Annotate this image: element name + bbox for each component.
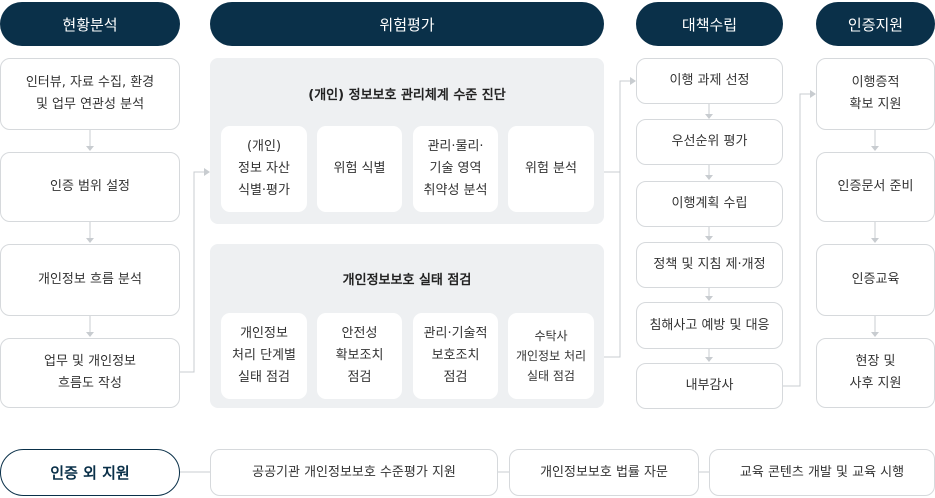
- analysis-step: 업무 및 개인정보 흐름도 작성: [0, 338, 180, 408]
- risk-step: (개인) 정보 자산 식별·평가: [221, 126, 307, 212]
- header-certification-support: 인증지원: [816, 2, 935, 46]
- other-support-item: 개인정보보호 법률 자문: [509, 449, 699, 496]
- countermeasure-step: 침해사고 예방 및 대응: [636, 302, 783, 349]
- inspection-step: 개인정보 처리 단계별 실태 점검: [221, 313, 307, 399]
- panel-title: (개인) 정보보호 관리체계 수준 진단: [308, 88, 506, 103]
- countermeasure-step: 우선순위 평가: [636, 119, 783, 165]
- panel-title: 개인정보보호 실태 점검: [342, 273, 472, 288]
- countermeasure-step: 이행 과제 선정: [636, 58, 783, 104]
- support-step: 인증문서 준비: [816, 152, 935, 222]
- panel-level-diagnosis: (개인) 정보보호 관리체계 수준 진단 (개인) 정보 자산 식별·평가 위험…: [210, 58, 604, 224]
- inspection-step: 관리·기술적 보호조치 점검: [413, 313, 498, 399]
- countermeasure-step: 이행계획 수립: [636, 181, 783, 227]
- support-step: 현장 및 사후 지원: [816, 338, 935, 408]
- risk-step: 위험 분석: [508, 126, 594, 212]
- analysis-step: 개인정보 흐름 분석: [0, 244, 180, 316]
- other-support-label: 인증 외 지원: [0, 449, 180, 496]
- header-risk-assessment: 위험평가: [210, 2, 604, 46]
- header-countermeasures: 대책수립: [636, 2, 783, 46]
- inspection-step: 수탁사 개인정보 처리 실태 점검: [508, 313, 594, 399]
- risk-step: 위험 식별: [317, 126, 402, 212]
- other-support-item: 교육 콘텐츠 개발 및 교육 시행: [709, 449, 935, 496]
- panel-status-inspection: 개인정보보호 실태 점검 개인정보 처리 단계별 실태 점검 안전성 확보조치 …: [210, 244, 604, 408]
- analysis-step: 인터뷰, 자료 수집, 환경 및 업무 연관성 분석: [0, 58, 180, 130]
- countermeasure-step: 정책 및 지침 제·개정: [636, 242, 783, 288]
- risk-step: 관리·물리· 기술 영역 취약성 분석: [413, 126, 498, 212]
- support-step: 인증교육: [816, 244, 935, 316]
- countermeasure-step: 내부감사: [636, 363, 783, 409]
- inspection-step: 안전성 확보조치 점검: [317, 313, 402, 399]
- support-step: 이행증적 확보 지원: [816, 58, 935, 130]
- header-analysis: 현황분석: [0, 2, 180, 46]
- other-support-item: 공공기관 개인정보보호 수준평가 지원: [210, 449, 498, 496]
- analysis-step: 인증 범위 설정: [0, 152, 180, 222]
